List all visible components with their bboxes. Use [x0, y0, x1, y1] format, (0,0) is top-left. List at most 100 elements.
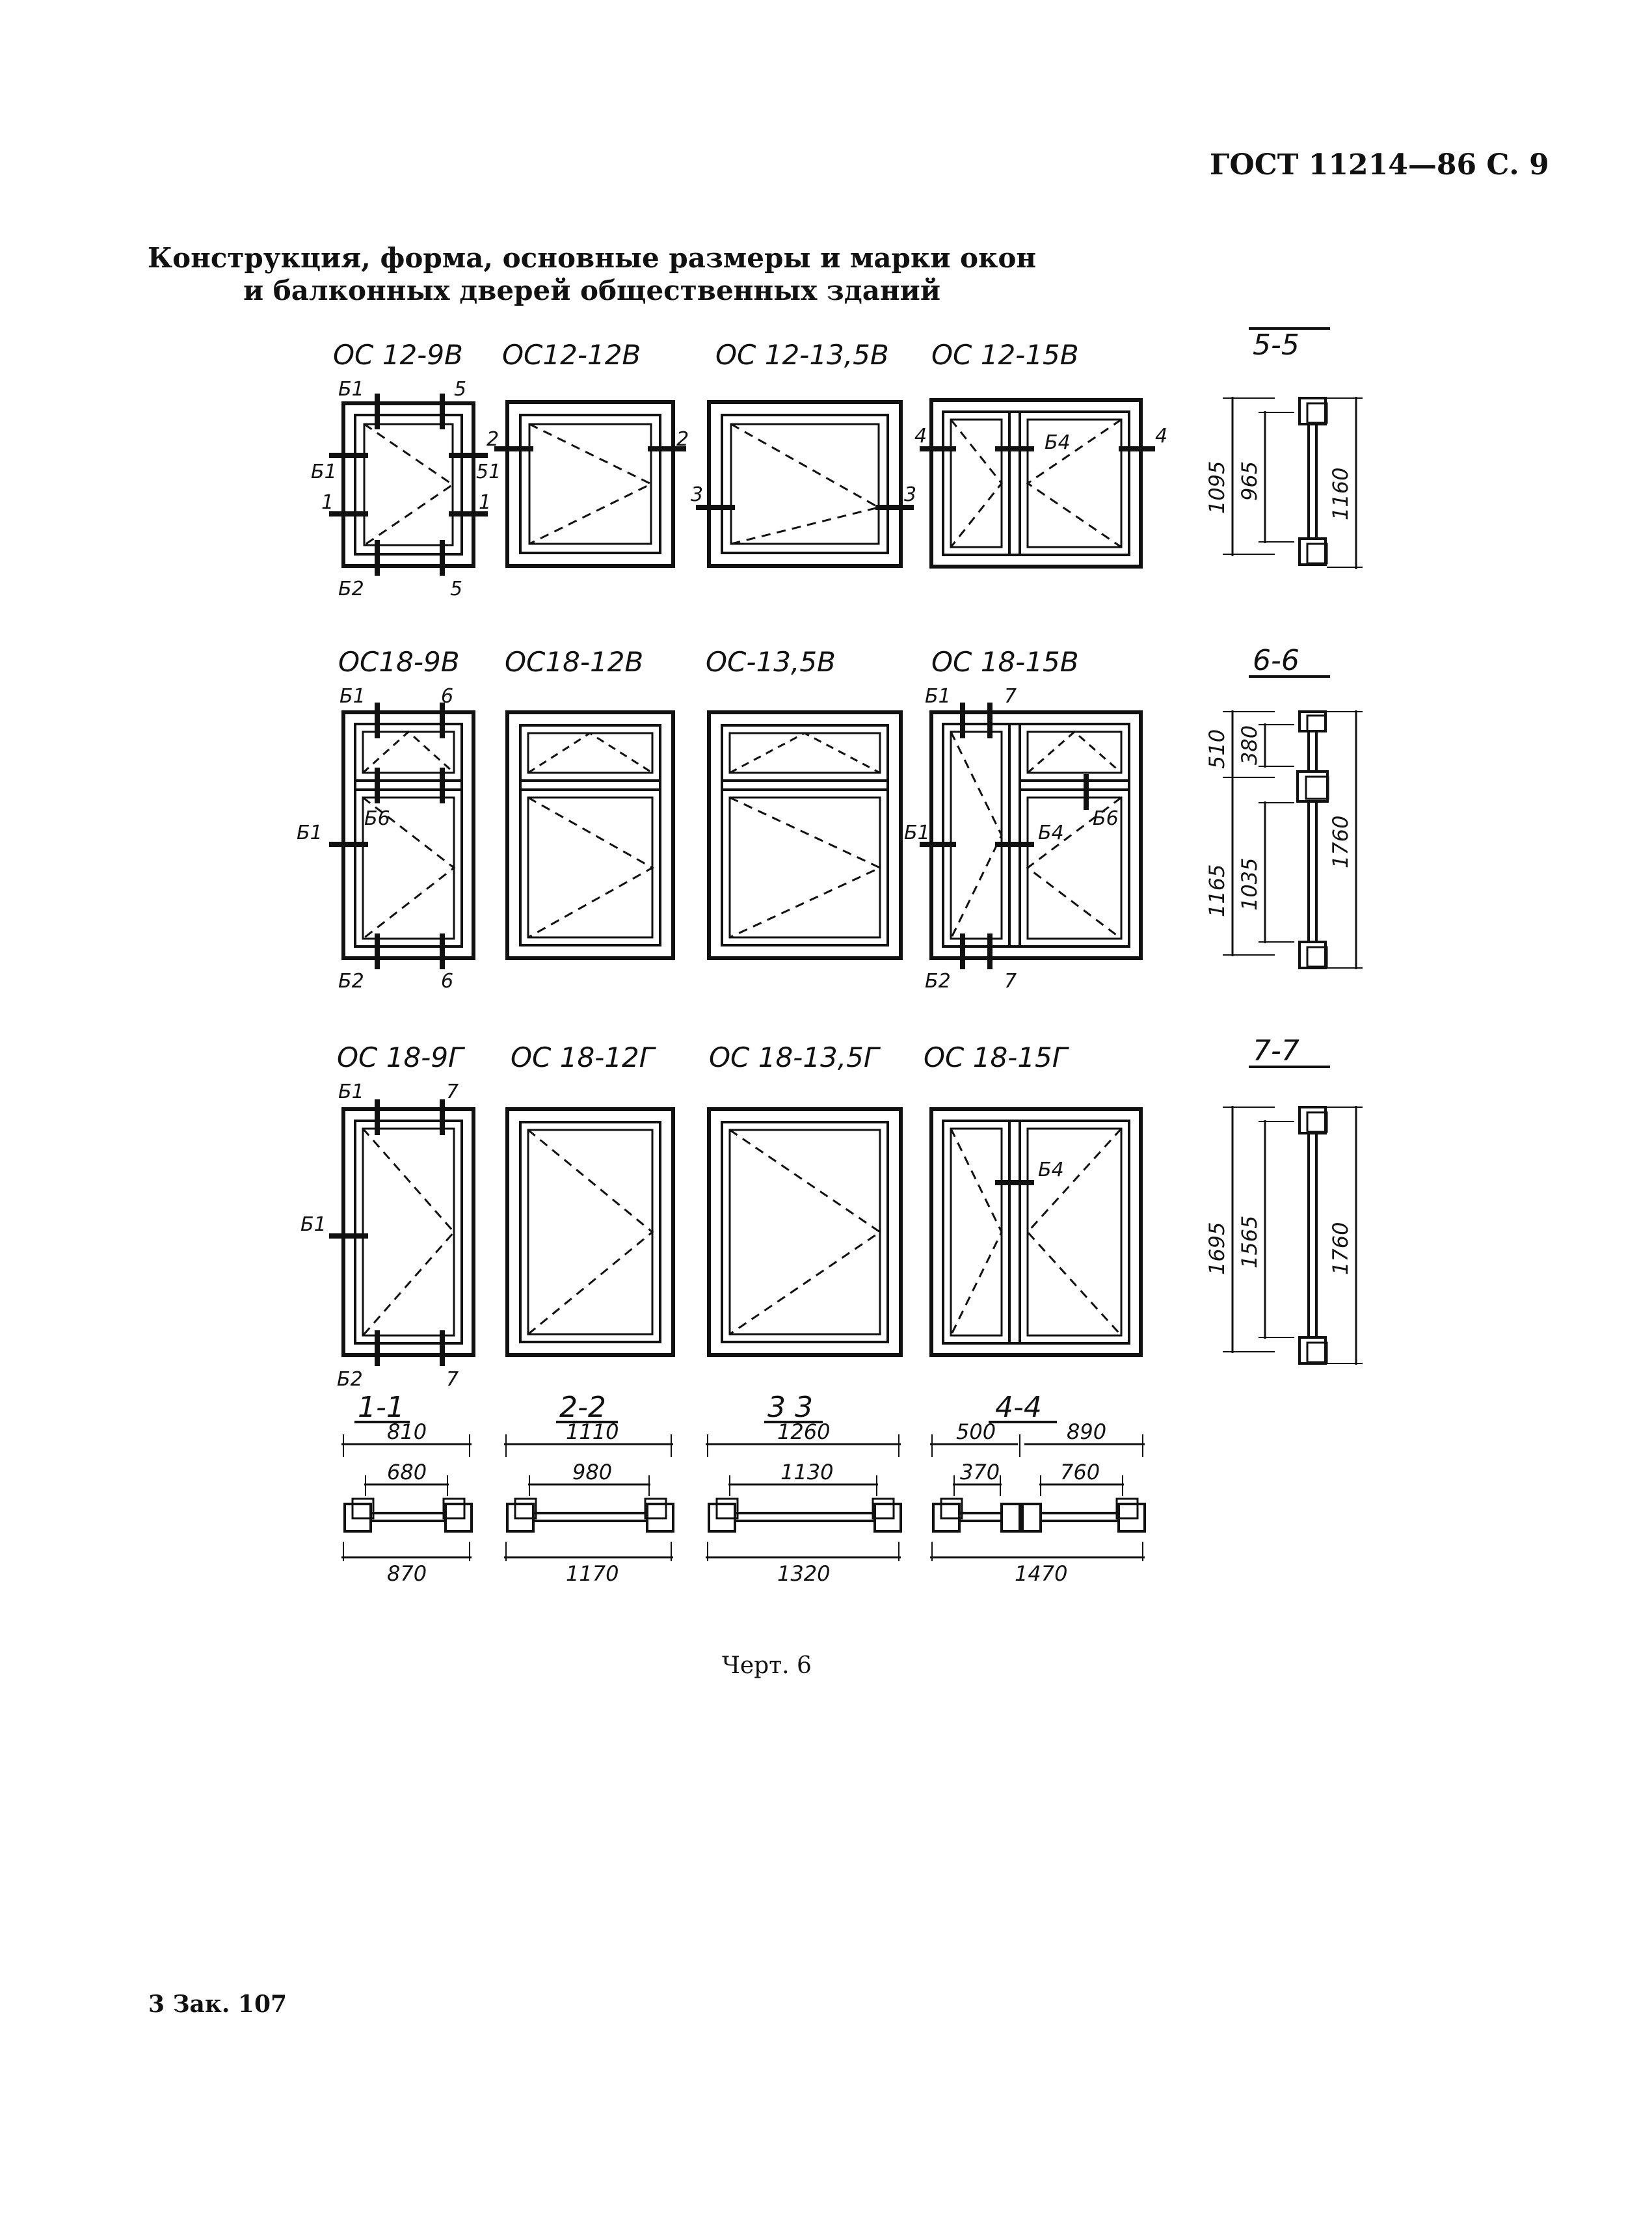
mark-3: 3	[691, 483, 703, 506]
mark-b1: Б1	[297, 822, 323, 844]
mark-b2: Б2	[338, 578, 364, 600]
mark-2: 2	[486, 428, 499, 451]
section-6-6	[1223, 675, 1363, 969]
dim-1470: 1470	[1015, 1561, 1067, 1586]
label-os-18-12v: ОС18-12В	[505, 646, 643, 678]
mark-b6: Б6	[1093, 807, 1119, 830]
window-os-12-15v	[920, 398, 1155, 569]
section-label-1-1: 1-1	[358, 1391, 405, 1424]
mark-b6: Б6	[364, 807, 390, 830]
dim-1695: 1695	[1205, 1222, 1229, 1275]
title-line-2: и балконных дверей общественных зданий	[243, 275, 940, 306]
section-1-1	[341, 1421, 473, 1561]
section-2-2	[504, 1421, 674, 1561]
label-os-18-15g: ОС 18-15Г	[924, 1041, 1070, 1073]
dim-1110: 1110	[566, 1419, 619, 1444]
dim-500: 500	[956, 1419, 996, 1444]
mark-7: 7	[446, 1080, 459, 1103]
mark-b2: Б2	[338, 970, 364, 993]
label-os-18-12g: ОС 18-12Г	[511, 1041, 657, 1073]
label-os-13-5v: ОС-13,5В	[706, 646, 836, 678]
mark-5: 5	[450, 578, 462, 600]
section-4-4	[930, 1421, 1146, 1561]
dim-1760: 1760	[1328, 816, 1353, 868]
dim-1130: 1130	[780, 1460, 833, 1484]
mark-1: 1	[479, 491, 491, 514]
window-os-18-15g	[929, 1107, 1143, 1357]
window-os-13-5v	[707, 710, 903, 960]
mark-b4: Б4	[1038, 1159, 1064, 1181]
window-os-18-15v	[920, 703, 1143, 969]
window-os-18-9g	[329, 1099, 475, 1366]
standard-header: ГОСТ 11214—86 С. 9	[1210, 148, 1549, 181]
dim-890: 890	[1067, 1419, 1106, 1444]
mark-7: 7	[1004, 970, 1017, 993]
section-label-6-6: 6-6	[1253, 644, 1299, 677]
section-label-4-4: 4-4	[995, 1391, 1042, 1424]
window-os-12-12v	[494, 400, 686, 568]
window-os-12-9v	[329, 394, 488, 576]
dim-810: 810	[387, 1419, 427, 1444]
title-line-1: Конструкция, форма, основные размеры и м…	[147, 242, 1037, 274]
label-os-18-9v: ОС18-9В	[338, 646, 460, 678]
mark-1: 1	[321, 491, 334, 514]
dim-680: 680	[387, 1460, 427, 1484]
mark-b1: Б1	[925, 685, 951, 708]
section-5-5	[1223, 327, 1363, 569]
mark-b1: Б1	[311, 461, 337, 483]
mark-6: 6	[441, 970, 453, 993]
mark-3: 3	[904, 483, 916, 506]
section-label-5-5: 5-5	[1253, 329, 1299, 362]
label-os-18-9g: ОС 18-9Г	[337, 1041, 466, 1073]
window-os-18-13-5g	[707, 1107, 903, 1357]
dim-1760: 1760	[1328, 1222, 1353, 1275]
dim-1260: 1260	[777, 1419, 830, 1444]
label-os-12-13-5v: ОС 12-13,5В	[715, 339, 889, 371]
mark-b1: Б1	[338, 1080, 364, 1103]
dim-380: 380	[1237, 725, 1262, 765]
dim-870: 870	[387, 1561, 427, 1586]
label-os-12-12v: ОС12-12В	[502, 339, 641, 371]
window-os-18-12v	[505, 710, 675, 960]
mark-51: 51	[476, 461, 501, 483]
dim-1165: 1165	[1205, 865, 1229, 917]
mark-4: 4	[914, 425, 927, 448]
mark-7: 7	[446, 1368, 459, 1391]
dim-980: 980	[572, 1460, 612, 1484]
dim-1095: 1095	[1205, 461, 1229, 514]
dim-510: 510	[1205, 729, 1229, 769]
dim-1170: 1170	[566, 1561, 619, 1586]
mark-b4: Б4	[1038, 822, 1064, 844]
section-label-3-3: 3 3	[767, 1391, 813, 1424]
label-os-12-15v: ОС 12-15В	[931, 339, 1079, 371]
dim-1565: 1565	[1237, 1216, 1262, 1268]
window-os-12-13-5v	[696, 400, 914, 568]
section-7-7	[1223, 1066, 1363, 1365]
section-label-2-2: 2-2	[559, 1391, 606, 1424]
dim-1320: 1320	[777, 1561, 830, 1586]
section-3-3	[706, 1421, 902, 1561]
mark-5: 5	[454, 378, 466, 401]
mark-b4: Б4	[1045, 431, 1071, 454]
mark-b2: Б2	[925, 970, 951, 993]
figure-caption: Черт. 6	[722, 1652, 812, 1679]
mark-7: 7	[1004, 685, 1017, 708]
dim-965: 965	[1237, 461, 1262, 501]
dim-760: 760	[1060, 1460, 1100, 1484]
mark-4: 4	[1155, 425, 1167, 448]
label-os-18-13-5g: ОС 18-13,5Г	[709, 1041, 881, 1073]
mark-2: 2	[676, 428, 689, 451]
dim-1160: 1160	[1328, 468, 1353, 520]
mark-b1: Б1	[904, 822, 930, 844]
page-footer: 3 Зак. 107	[148, 1991, 287, 2018]
mark-b1: Б1	[340, 685, 366, 708]
window-os-18-9v	[329, 703, 475, 969]
window-os-18-12g	[505, 1107, 675, 1357]
mark-b1: Б1	[300, 1213, 326, 1236]
dim-370: 370	[960, 1460, 1000, 1484]
mark-6: 6	[441, 685, 453, 708]
dim-1035: 1035	[1237, 858, 1262, 911]
mark-b2: Б2	[337, 1368, 363, 1391]
